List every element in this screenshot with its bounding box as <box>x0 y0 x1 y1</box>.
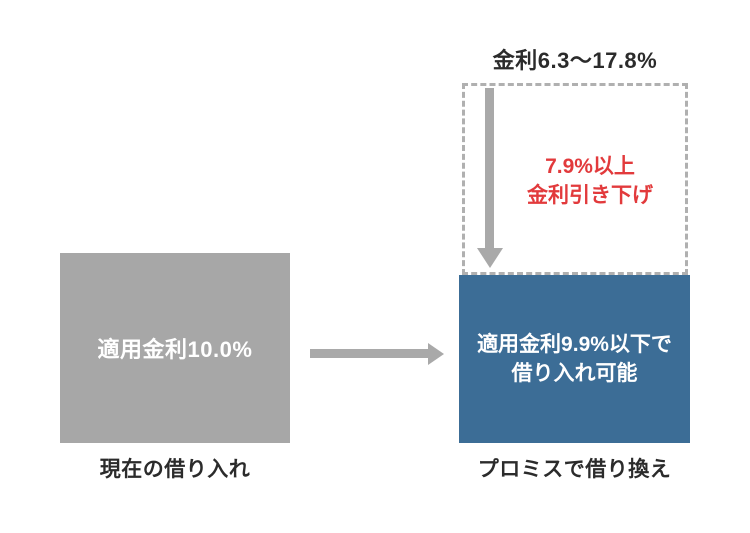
refinance-box: 適用金利9.9%以下で 借り入れ可能 <box>459 275 690 443</box>
refinance-rate-label-line1: 適用金利9.9%以下で <box>477 333 672 356</box>
right-arrow-head <box>428 343 444 365</box>
rate-reduction-note-line2: 金利引き下げ <box>527 184 653 207</box>
down-arrow-shaft <box>485 88 494 248</box>
current-loan-rate-label: 適用金利10.0% <box>97 337 253 362</box>
current-loan-caption: 現在の借り入れ <box>99 458 251 481</box>
current-loan-box: 適用金利10.0% <box>60 253 290 443</box>
rate-reduction-note-line1: 7.9%以上 <box>545 155 635 178</box>
down-arrow-head <box>477 248 503 268</box>
right-arrow-shaft <box>310 349 428 358</box>
refinance-rate-label-line2: 借り入れ可能 <box>511 362 638 385</box>
rate-range-dashed-outline <box>462 83 688 275</box>
rate-reduction-note: 7.9%以上 金利引き下げ <box>500 152 680 210</box>
rate-range-label: 金利6.3～17.8% <box>492 48 658 73</box>
refinance-caption: プロミスで借り換え <box>477 458 672 481</box>
